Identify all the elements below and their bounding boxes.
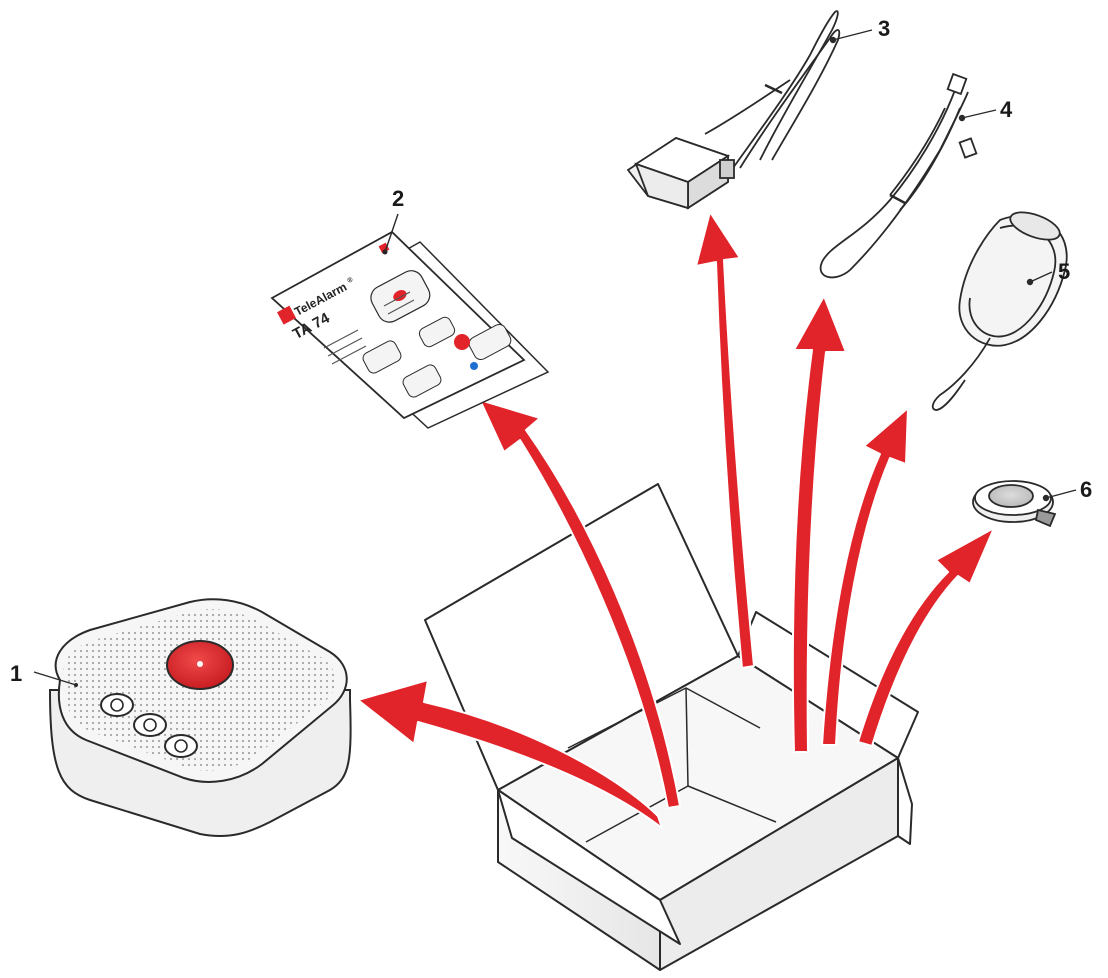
arrow-to-4 — [791, 295, 847, 753]
callout-5: 5 — [1058, 259, 1070, 284]
arrow-to-5 — [821, 407, 909, 746]
manual-registered: ® — [346, 275, 355, 285]
arrow-to-1 — [357, 679, 663, 829]
unpack-arrows — [357, 211, 995, 829]
function-buttons — [100, 693, 198, 758]
alarm-pendant-icon — [972, 480, 1057, 528]
callout-4: 4 — [1000, 97, 1013, 122]
callout-2: 2 — [392, 186, 404, 211]
arrow-to-2 — [479, 399, 681, 809]
callout-leaders — [33, 29, 1077, 686]
telealarm-base-unit-icon — [48, 598, 352, 838]
arrow-to-6 — [857, 527, 995, 747]
user-manual-icon: TeleAlarm ® TA 74 — [270, 230, 550, 429]
box-front-flap — [497, 789, 681, 945]
callout-1: 1 — [10, 661, 22, 686]
callout-3: 3 — [878, 16, 890, 41]
neck-cord-icon — [931, 211, 1068, 411]
telephone-cable-icon — [819, 72, 978, 279]
arrow-to-3 — [695, 211, 755, 669]
power-adapter-icon — [626, 10, 841, 210]
callout-6: 6 — [1080, 477, 1092, 502]
box-side-flap — [897, 757, 913, 845]
